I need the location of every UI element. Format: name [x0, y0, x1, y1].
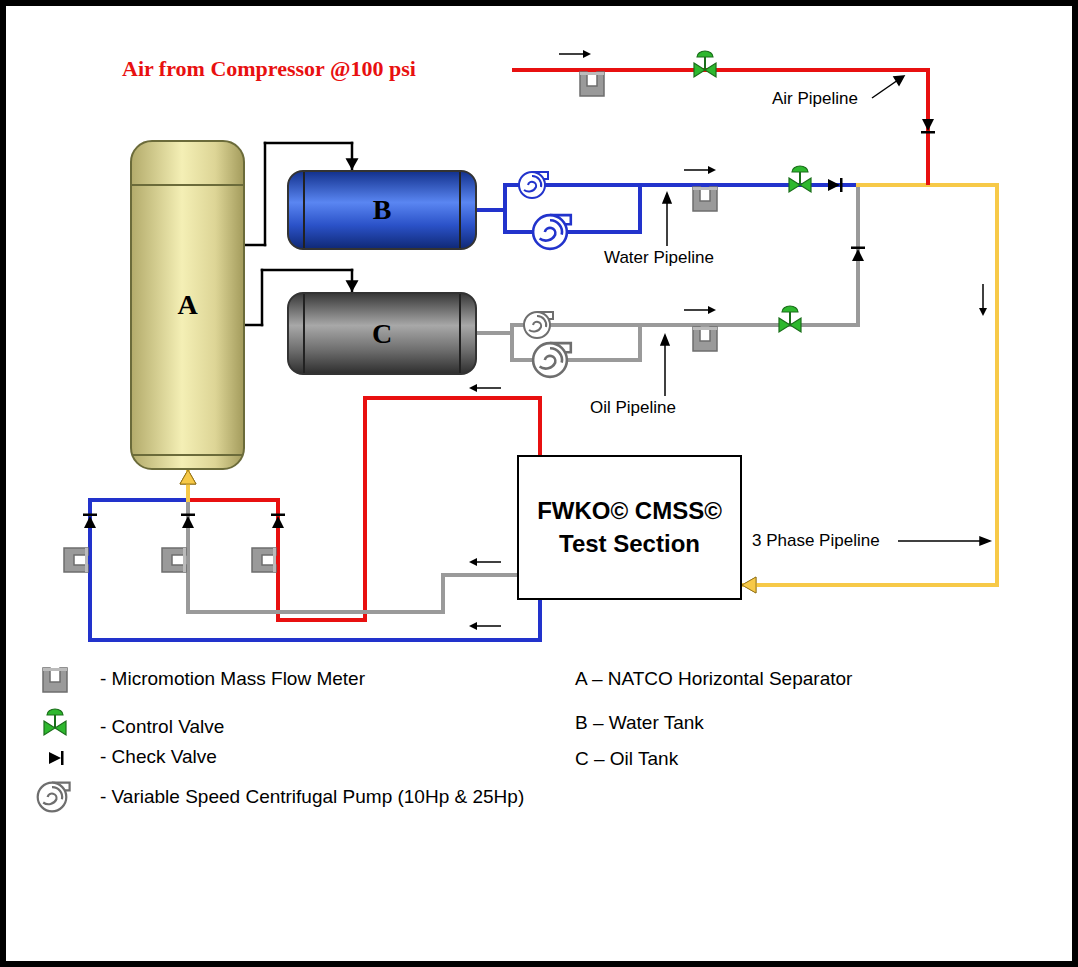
flow-direction-arrow: [469, 50, 987, 630]
pipe-segment: [477, 208, 505, 212]
tank-seam: [303, 294, 305, 373]
water-tank: B: [287, 170, 477, 250]
arrow-head: [346, 158, 359, 170]
pipeline-label: Oil Pipeline: [590, 398, 676, 418]
legend-text: - Check Valve: [100, 746, 217, 768]
pump-symbol: [519, 172, 571, 377]
node-label: B: [373, 194, 392, 226]
oil-tank: C: [287, 292, 477, 375]
pipe-segment: [90, 638, 540, 642]
pipeline-label: Air Pipeline: [772, 89, 858, 109]
pipe-segment: [261, 270, 264, 325]
check-valve-symbol: [49, 119, 935, 765]
legend-text: - Control Valve: [100, 716, 224, 738]
vessel-seam: [132, 184, 243, 186]
pipe-connector: [180, 470, 517, 612]
pipe-segment: [477, 331, 512, 335]
control-valve-symbol: [44, 51, 811, 735]
pipe-segment: [265, 142, 352, 145]
pipe-segment: [245, 244, 265, 247]
tank-seam: [459, 294, 461, 373]
tank-seam: [459, 172, 461, 248]
air-source-label: Air from Compressor @100 psi: [122, 56, 416, 82]
pipe-segment: [365, 396, 540, 400]
node-label: C: [372, 318, 392, 350]
pipe-segment: [262, 269, 352, 272]
pipe-segment: [188, 498, 278, 502]
pipeline-label: Water Pipeline: [604, 248, 714, 268]
pipe-segment: [742, 583, 997, 587]
separator-vessel: A: [130, 140, 245, 470]
key-label: A – NATCO Horizontal Separator: [575, 668, 852, 690]
pipe-segment: [995, 185, 999, 585]
arrow-head: [180, 470, 196, 484]
pipe-segment: [245, 324, 262, 327]
pipe-segment: [742, 583, 997, 587]
arrow-head: [742, 577, 756, 593]
pipe-segment: [264, 143, 267, 245]
pipe-segment: [363, 398, 367, 620]
arrow-head: [180, 470, 196, 484]
test-section-box: FWKO© CMSS© Test Section: [517, 455, 742, 600]
legend-text: - Micromotion Mass Flow Meter: [100, 668, 365, 690]
arrow-head: [180, 470, 196, 484]
arrow-head: [742, 577, 756, 593]
arrow-head: [346, 280, 359, 292]
tank-seam: [303, 172, 305, 248]
pipe-segment: [995, 185, 999, 585]
pipe-segment: [441, 575, 445, 612]
pipe-segment: [503, 185, 507, 210]
pipe-segment: [512, 323, 858, 327]
pipe-segment: [443, 573, 517, 577]
legend-text: - Variable Speed Centrifugal Pump (10Hp …: [100, 786, 524, 808]
air-pipe: [512, 70, 928, 185]
pipeline-label: 3 Phase Pipeline: [752, 531, 880, 551]
pipe-segment: [90, 498, 188, 502]
pipe-segment: [188, 610, 443, 614]
vessel-seam: [132, 454, 243, 456]
pipe-segment: [278, 618, 365, 622]
key-label: C – Oil Tank: [575, 748, 678, 770]
pump-bypass-pipes: [505, 185, 640, 360]
legend-pump-symbol: [38, 783, 70, 812]
pipe-segment: [538, 600, 542, 640]
key-label: B – Water Tank: [575, 712, 704, 734]
pipe-segment: [538, 398, 542, 455]
node-label: A: [177, 289, 197, 321]
node-label: FWKO© CMSS© Test Section: [535, 495, 725, 560]
pipe-connector: [90, 470, 540, 640]
